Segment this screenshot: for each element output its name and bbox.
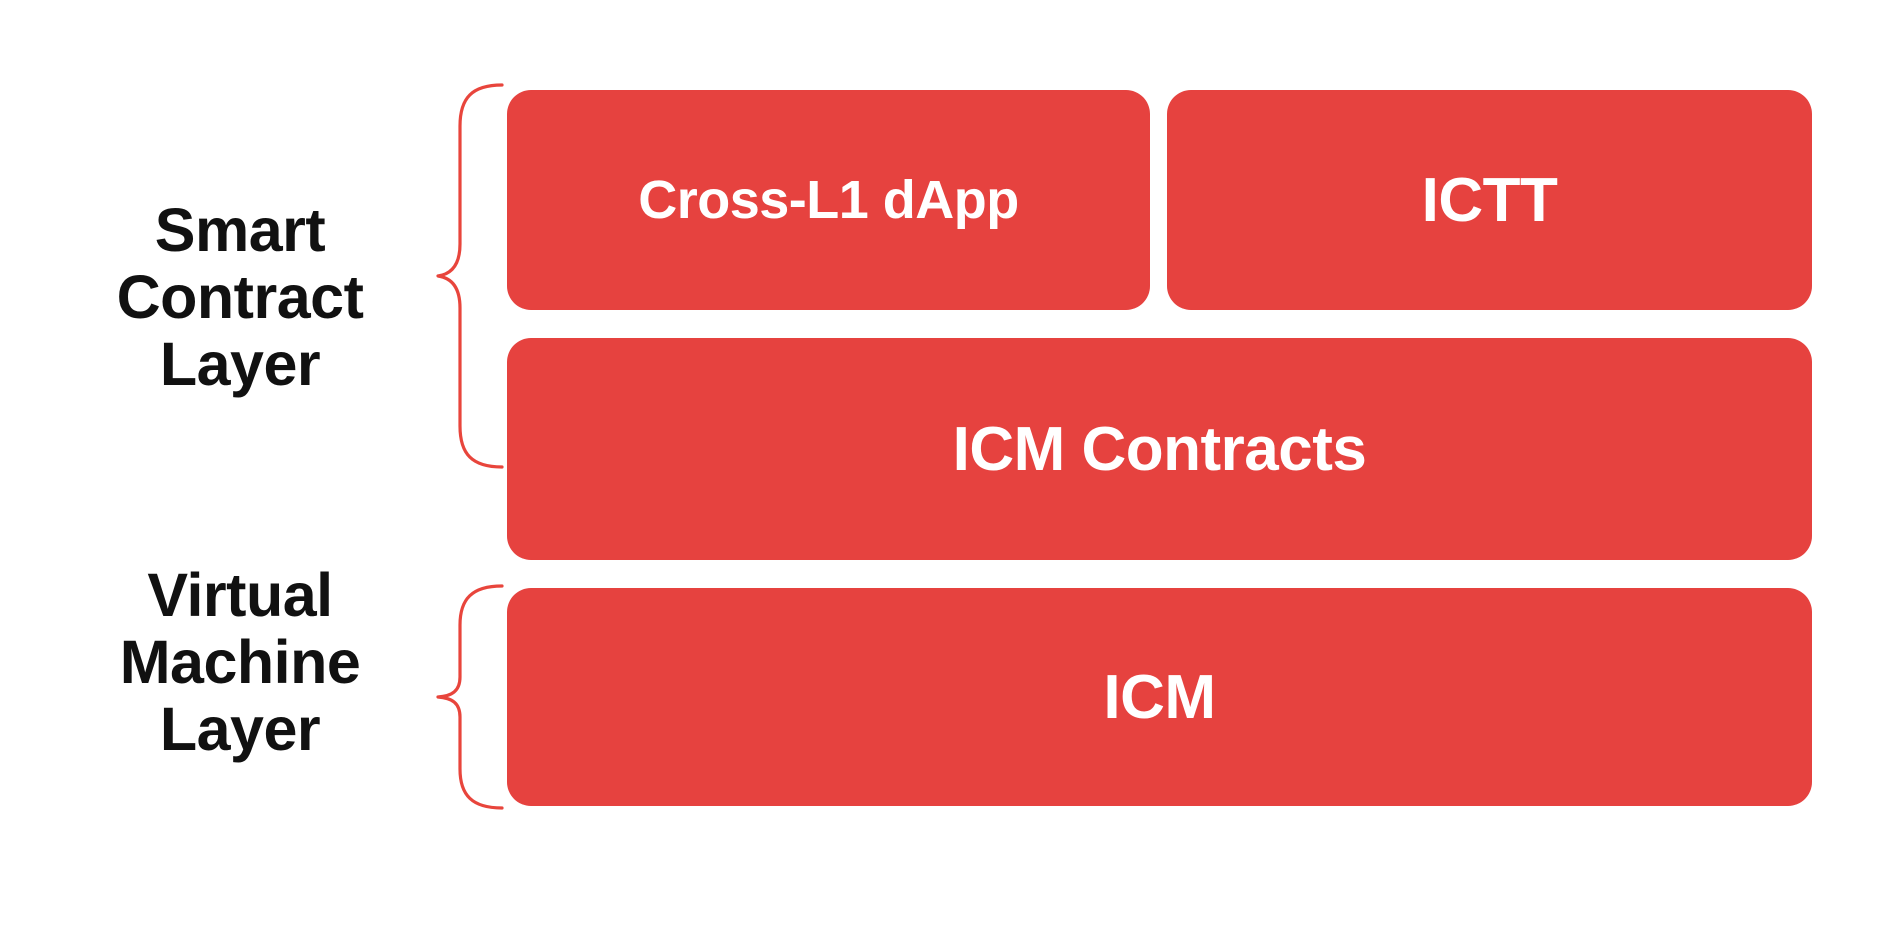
box-icm-contracts[interactable]: ICM Contracts — [507, 338, 1812, 560]
box-icm[interactable]: ICM — [507, 588, 1812, 806]
box-label-ictt: ICTT — [1421, 165, 1558, 235]
box-label-icm-contracts: ICM Contracts — [952, 414, 1367, 484]
layer-label-smart-contract: Smart Contract Layer — [116, 195, 364, 399]
curly-brace-icon-smart-contract — [432, 82, 508, 470]
box-ictt[interactable]: ICTT — [1167, 90, 1812, 310]
box-label-cross-l1-dapp: Cross-L1 dApp — [638, 170, 1019, 230]
box-cross-l1-dapp[interactable]: Cross-L1 dApp — [507, 90, 1150, 310]
layer-label-virtual-machine: Virtual Machine Layer — [119, 560, 361, 764]
box-label-icm: ICM — [1103, 662, 1216, 732]
curly-brace-icon-virtual-machine — [432, 583, 508, 811]
